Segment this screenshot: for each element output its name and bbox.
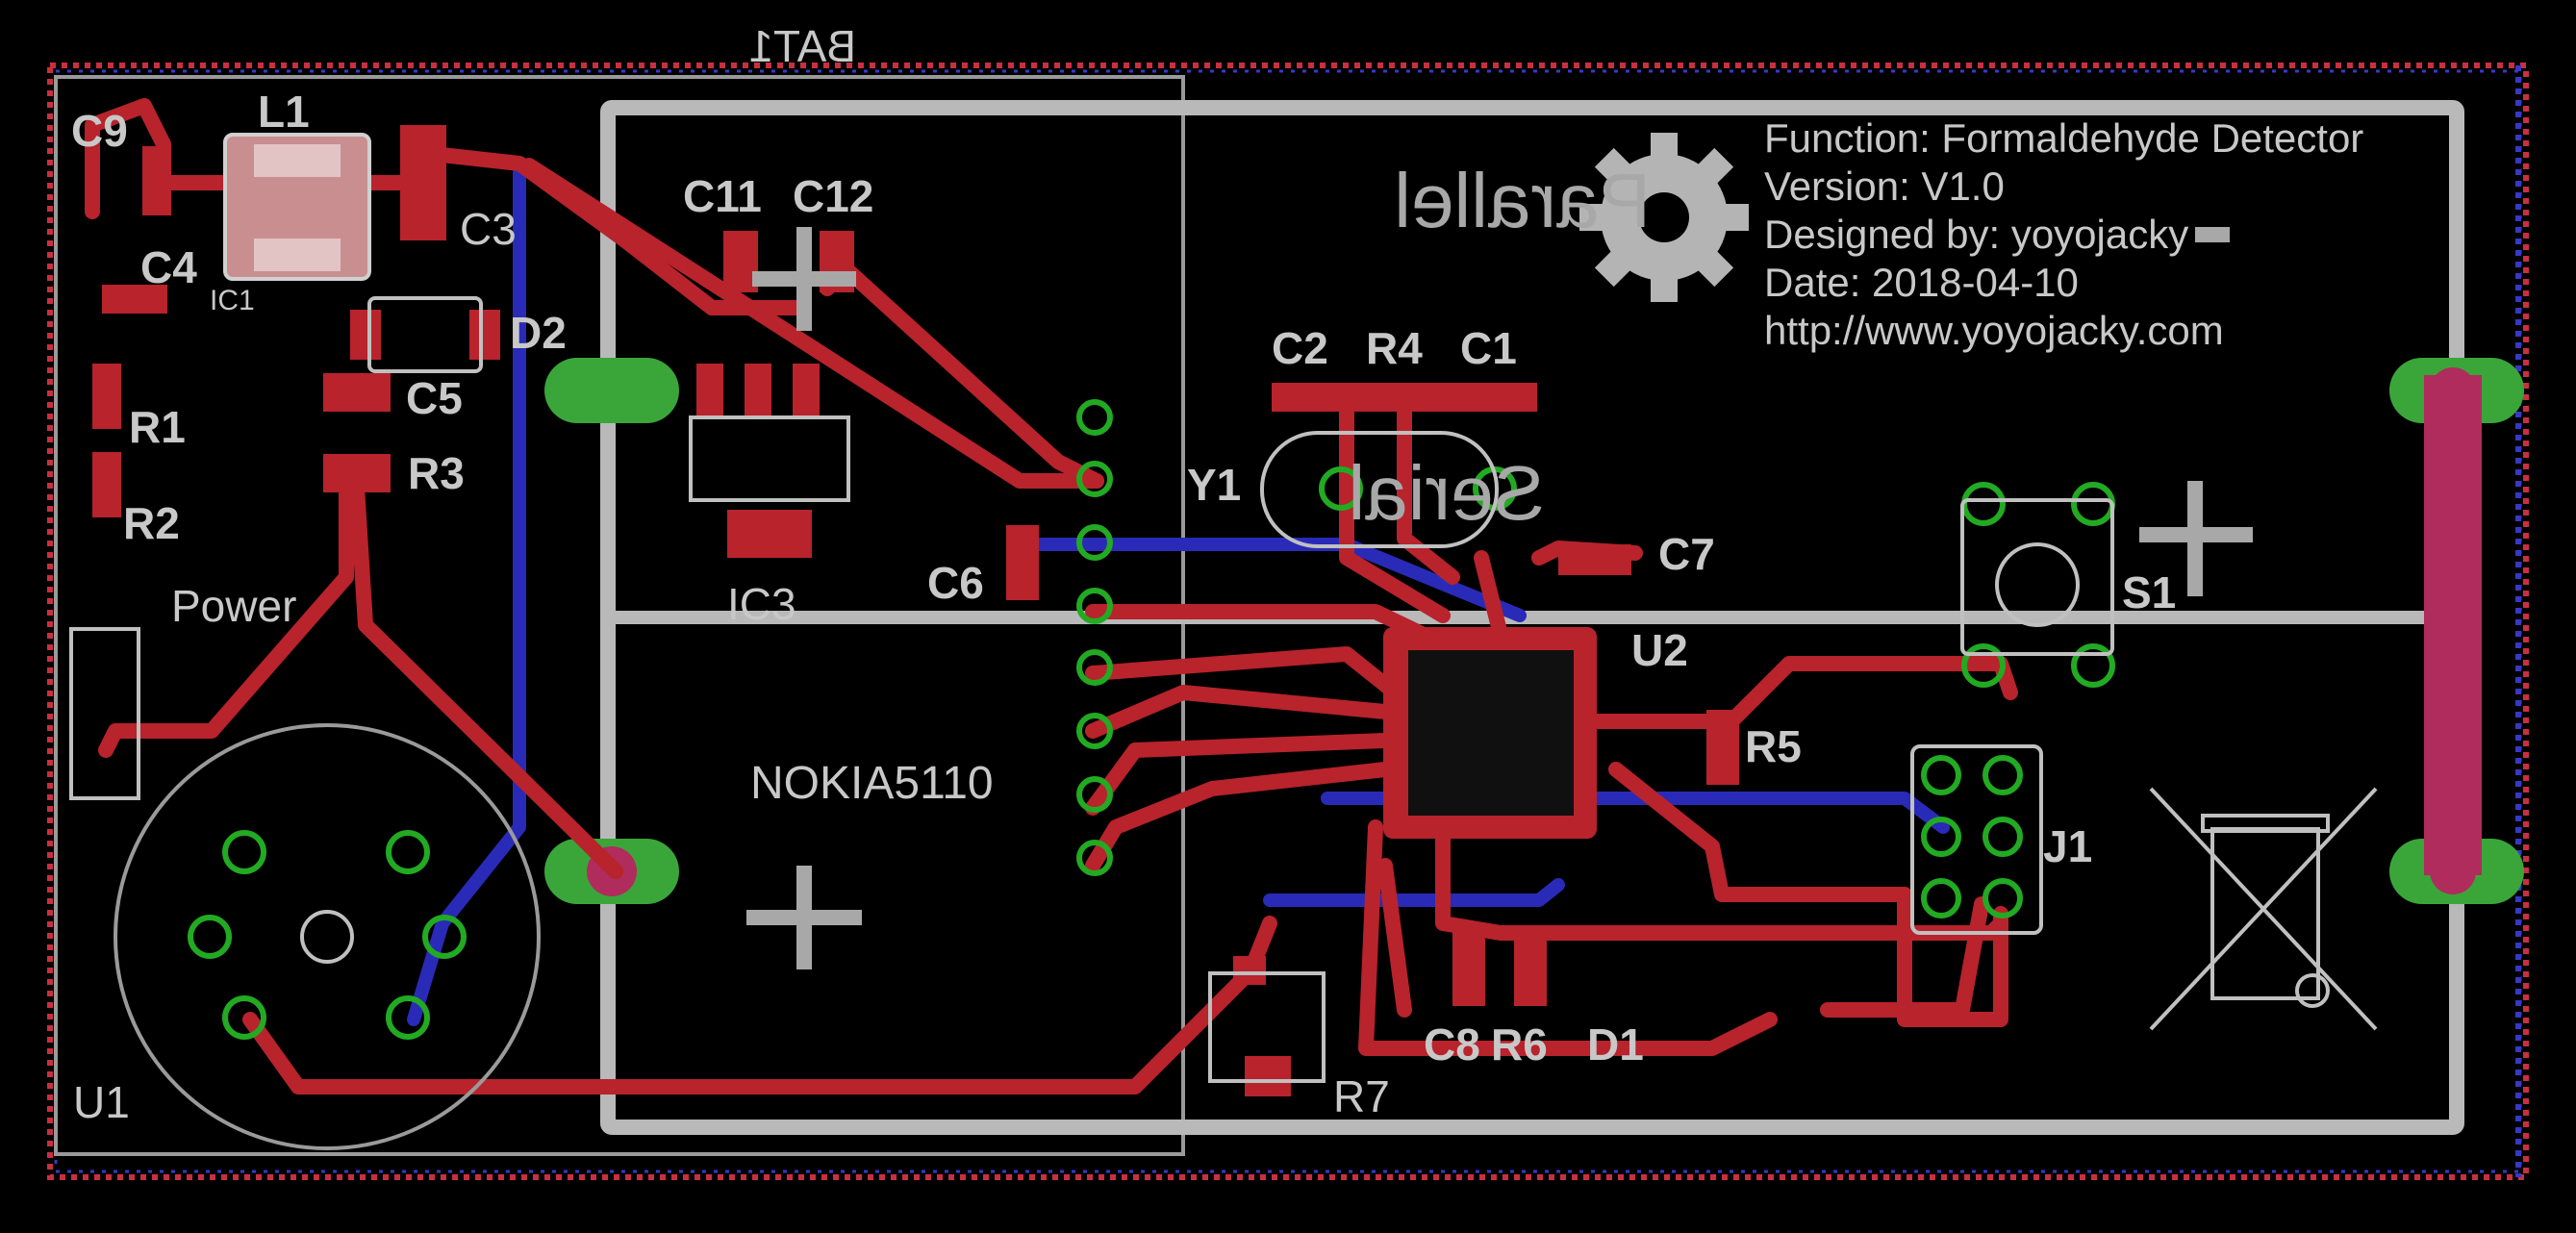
label-ic1: IC1 (210, 285, 255, 316)
info-date: Date: 2018-04-10 (1764, 260, 2079, 305)
label-j1: J1 (2043, 821, 2092, 871)
info-block: Function: Formaldehyde Detector Version:… (1764, 115, 2363, 353)
label-c2: C2 (1272, 323, 1328, 373)
label-y1: Y1 (1187, 460, 1241, 510)
vias (188, 399, 2115, 1040)
component-outlines (69, 133, 2114, 1150)
label-serial: Serial (1348, 450, 1545, 536)
label-d1: D1 (1587, 1019, 1644, 1069)
label-r4: R4 (1366, 323, 1423, 373)
label-c9: C9 (71, 106, 128, 156)
mounting-holes (544, 358, 2524, 904)
label-c11: C11 (683, 171, 762, 221)
label-c5: C5 (406, 373, 463, 423)
label-c6: C6 (927, 558, 984, 608)
label-u1: U1 (73, 1077, 130, 1127)
info-url: http://www.yoyojacky.com (1764, 308, 2224, 353)
label-r1: R1 (129, 402, 186, 452)
label-c7: C7 (1658, 529, 1715, 579)
silkscreen-labels: BAT1 C9 L1 C3 C4 IC1 D2 C5 R1 R3 R2 Powe… (71, 21, 2176, 1127)
label-c12: C12 (793, 171, 873, 221)
label-parallel: Parallel (1394, 158, 1651, 243)
label-u2: U2 (1631, 625, 1688, 675)
label-r2: R2 (123, 498, 180, 548)
label-c1: C1 (1460, 323, 1517, 373)
label-ic3: IC3 (727, 579, 796, 629)
label-power: Power (171, 581, 296, 631)
label-c4: C4 (140, 242, 197, 292)
oshw-gear-logo (1579, 133, 1749, 302)
label-r7: R7 (1333, 1071, 1390, 1121)
smd-pads (92, 125, 1739, 1096)
label-s1: S1 (2122, 567, 2176, 617)
label-l1: L1 (258, 87, 310, 137)
label-r5: R5 (1745, 721, 1802, 771)
label-d2: D2 (510, 308, 567, 358)
label-c8: C8 (1424, 1019, 1480, 1069)
label-bat1: BAT1 (748, 21, 856, 71)
label-c3: C3 (460, 204, 517, 254)
crosshair-markers (746, 227, 2253, 969)
info-designer: Designed by: yoyojacky (1764, 212, 2188, 257)
info-version: Version: V1.0 (1764, 164, 2005, 209)
weee-bin-icon (2149, 787, 2378, 1031)
top-traces (85, 98, 2018, 1095)
label-r6: R6 (1491, 1019, 1548, 1069)
label-nokia: NOKIA5110 (750, 758, 994, 809)
label-r3: R3 (408, 448, 465, 498)
info-function: Function: Formaldehyde Detector (1764, 115, 2363, 161)
